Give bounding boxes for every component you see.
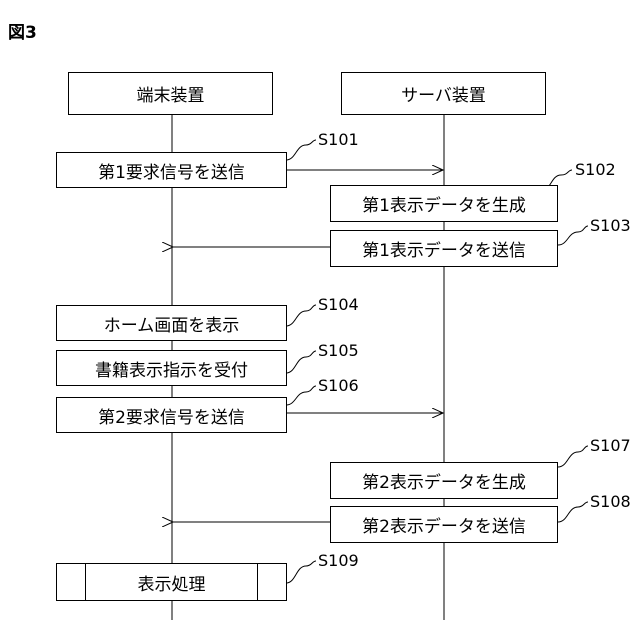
step-id-s102: S102 — [575, 160, 616, 179]
leader-s109 — [286, 561, 316, 583]
step-box-s102: 第1表示データを生成 — [330, 185, 558, 222]
predefined-process-right-bar — [257, 563, 258, 601]
step-id-s105: S105 — [318, 341, 359, 360]
leader-s106 — [286, 386, 316, 405]
step-box-s105: 書籍表示指示を受付 — [56, 350, 287, 386]
step-box-s103: 第1表示データを送信 — [330, 230, 558, 267]
leader-s101 — [286, 140, 316, 160]
step-id-s109: S109 — [318, 551, 359, 570]
step-text-s108: 第2表示データを送信 — [362, 512, 526, 537]
leader-s107 — [558, 446, 588, 467]
step-id-s104: S104 — [318, 295, 359, 314]
lane-header-server: サーバ装置 — [341, 72, 546, 115]
step-text-s106: 第2要求信号を送信 — [98, 403, 245, 428]
step-text-s104: ホーム画面を表示 — [104, 311, 240, 336]
leader-s105 — [286, 351, 316, 373]
step-text-s107: 第2表示データを生成 — [362, 468, 526, 493]
step-text-s103: 第1表示データを送信 — [362, 236, 526, 261]
step-box-s106: 第2要求信号を送信 — [56, 397, 287, 433]
lane-header-terminal: 端末装置 — [68, 72, 273, 115]
step-text-s105: 書籍表示指示を受付 — [95, 356, 248, 381]
step-text-s102: 第1表示データを生成 — [362, 191, 526, 216]
step-box-s109-predefined-process: 表示処理 — [56, 563, 287, 601]
lane-header-terminal-label: 端末装置 — [137, 81, 205, 106]
leader-s103 — [558, 226, 588, 245]
step-box-s104: ホーム画面を表示 — [56, 305, 287, 341]
step-box-s108: 第2表示データを送信 — [330, 506, 558, 543]
leader-s104 — [286, 305, 316, 326]
step-text-s109: 表示処理 — [138, 570, 206, 595]
step-id-s101: S101 — [318, 130, 359, 149]
step-id-s107: S107 — [590, 436, 631, 455]
leader-s108 — [558, 502, 588, 522]
step-text-s101: 第1要求信号を送信 — [98, 158, 245, 183]
step-box-s107: 第2表示データを生成 — [330, 462, 558, 499]
step-id-s108: S108 — [590, 492, 631, 511]
lane-header-server-label: サーバ装置 — [401, 81, 486, 106]
predefined-process-left-bar — [85, 563, 86, 601]
step-id-s103: S103 — [590, 216, 631, 235]
step-box-s101: 第1要求信号を送信 — [56, 152, 287, 188]
step-id-s106: S106 — [318, 376, 359, 395]
